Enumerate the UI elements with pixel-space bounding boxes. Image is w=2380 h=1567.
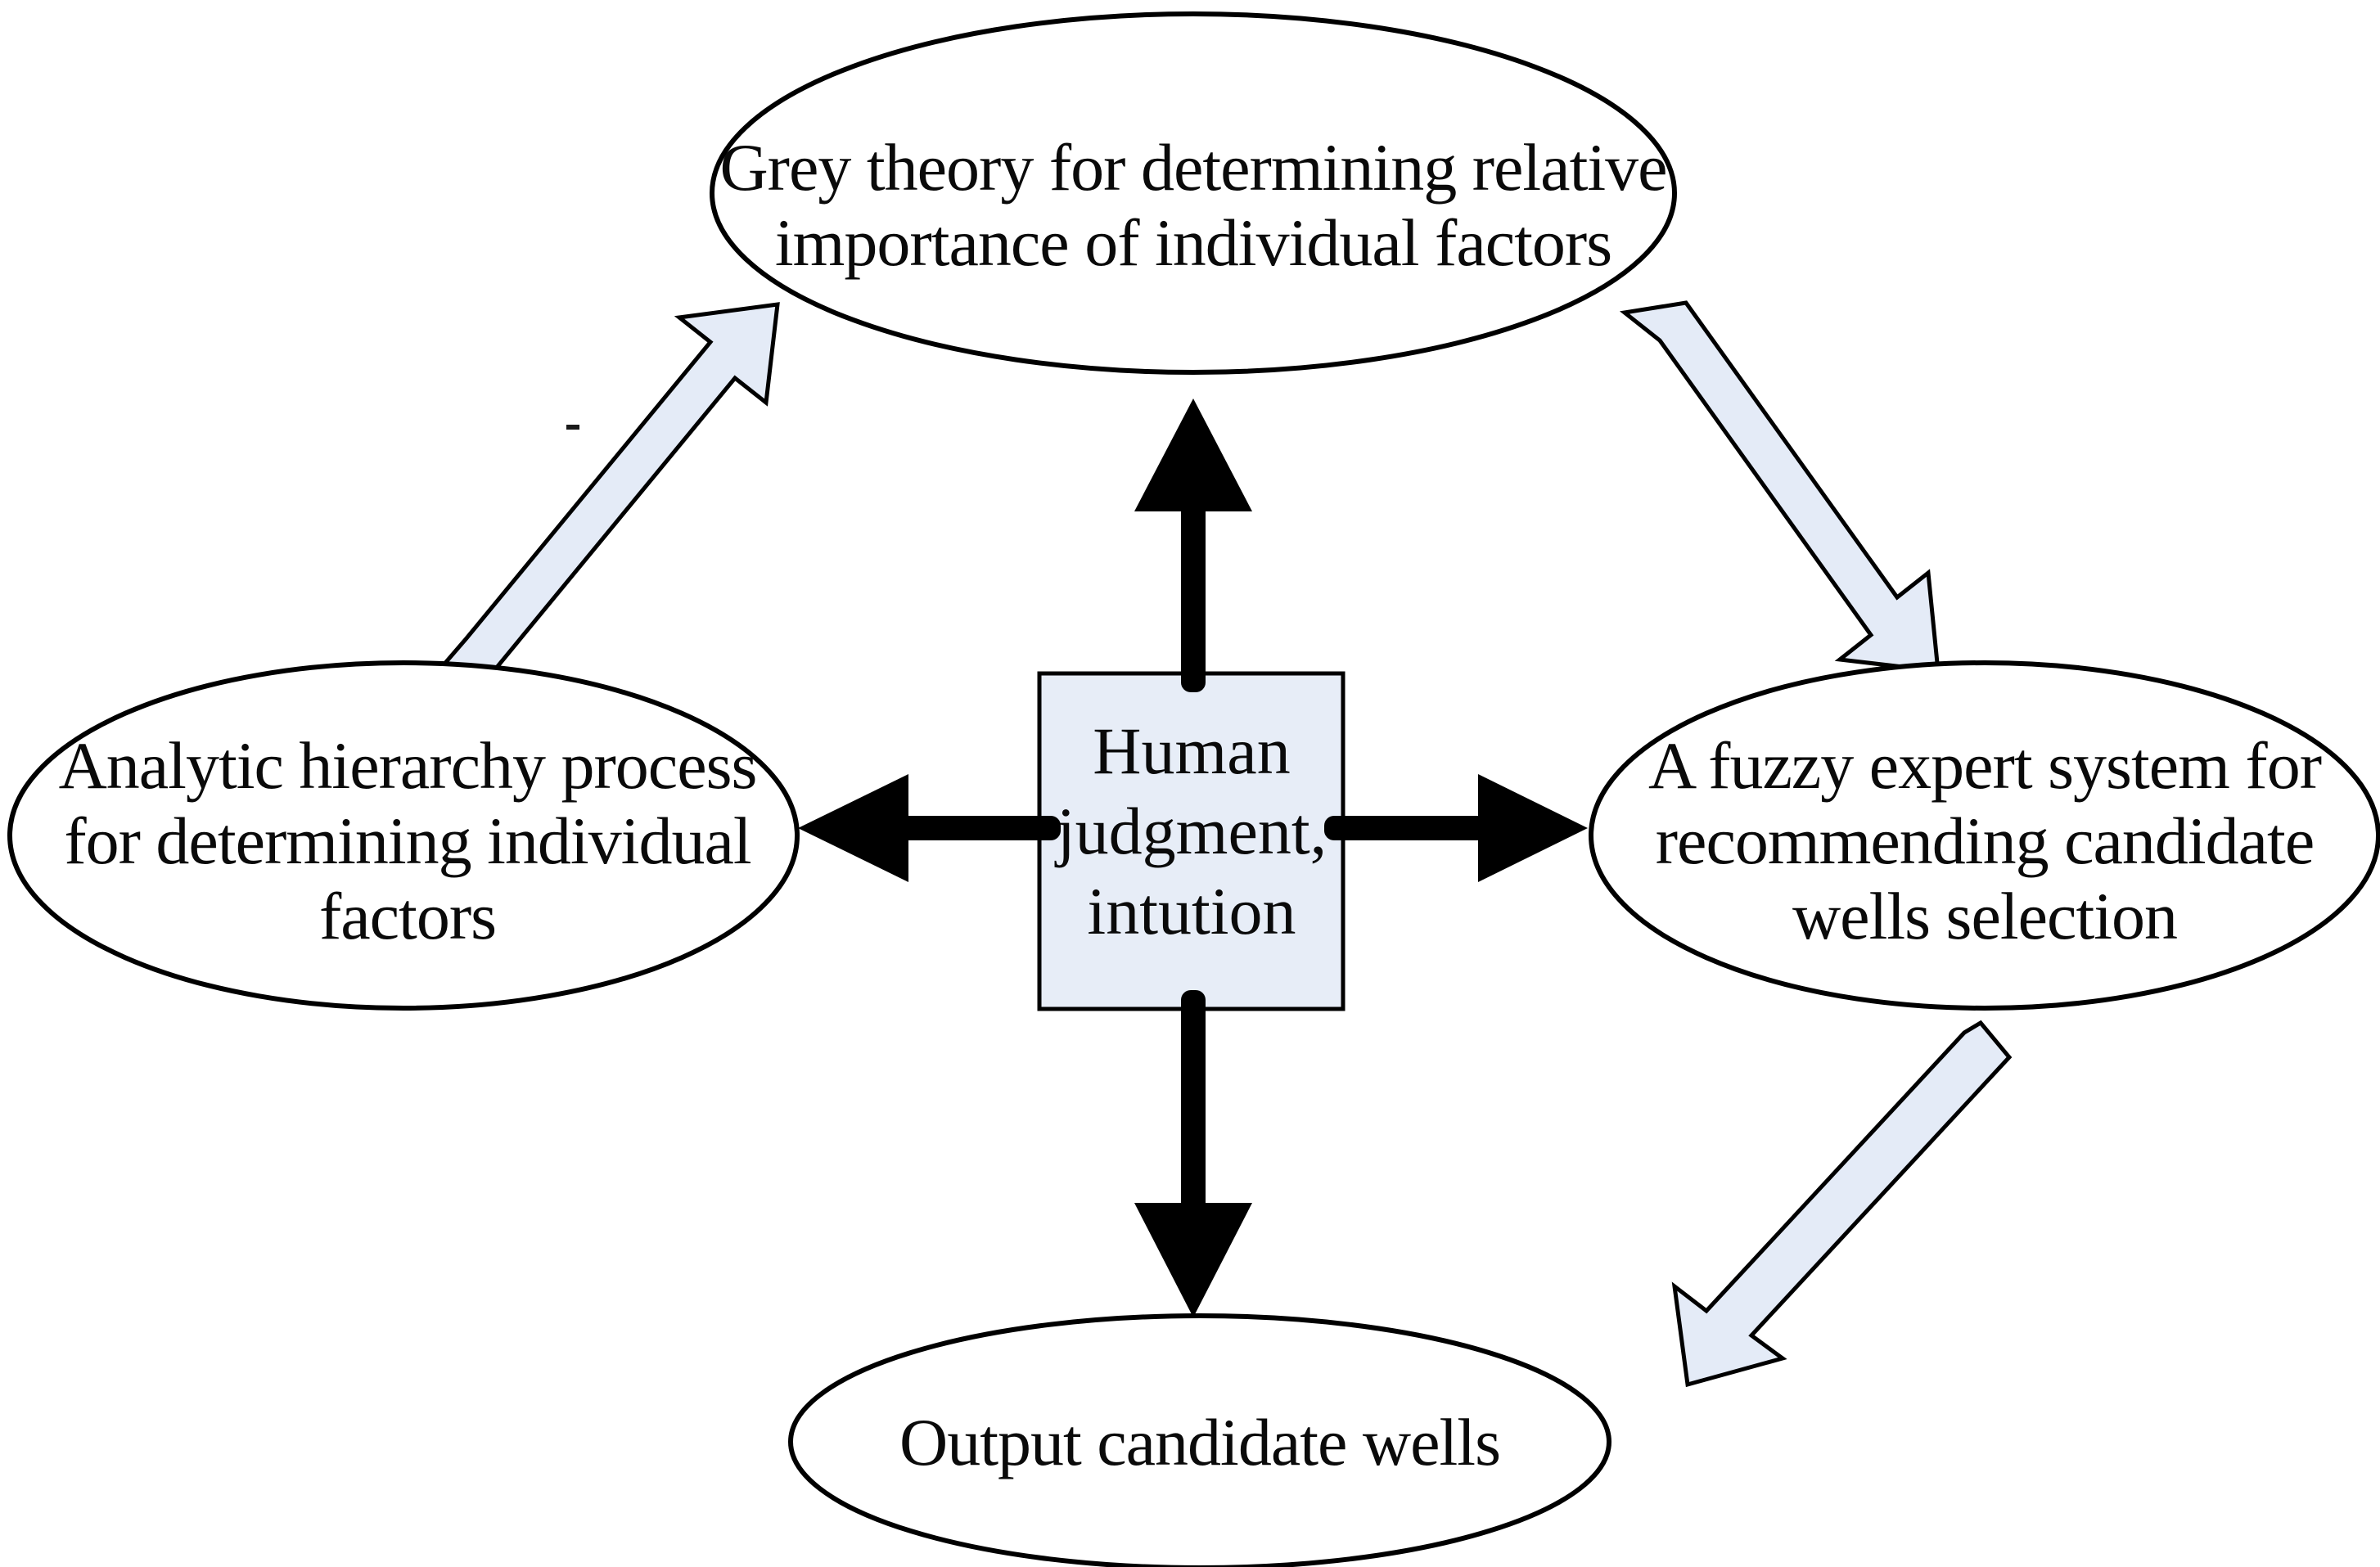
node-grey-theory-line1: Grey theory for determining relative xyxy=(719,130,1666,205)
block-arrow-grey-theory-to-fuzzy-expert[interactable] xyxy=(1619,300,1941,673)
node-output-candidate-wells[interactable]: Output candidate wells xyxy=(788,1313,1611,1567)
stray-ink-mark xyxy=(566,425,579,430)
arrow-stub-overlay xyxy=(1021,655,1364,1028)
arrow-human-to-grey-theory[interactable] xyxy=(1134,399,1252,691)
block-arrow-ahp-to-grey-theory[interactable] xyxy=(421,302,780,725)
node-human-judgment-line1: Human xyxy=(1093,714,1290,788)
node-fuzzy-expert-line3: wells selection xyxy=(1792,879,2177,953)
arrow-human-to-output-wells[interactable] xyxy=(1134,994,1252,1317)
node-output-wells-line1: Output candidate wells xyxy=(899,1405,1500,1479)
node-fuzzy-expert-line2: recommending candidate xyxy=(1656,804,2315,878)
node-ahp-line1: Analytic hierarchy process xyxy=(59,728,757,803)
node-human-judgment-line3: intution xyxy=(1087,874,1296,948)
node-grey-theory[interactable]: Grey theory for determining relative imp… xyxy=(710,11,1677,375)
node-analytic-hierarchy-process[interactable]: Analytic hierarchy process for determini… xyxy=(7,660,800,1011)
node-human-judgment[interactable]: Human judgment, intution xyxy=(1037,671,1346,1011)
node-fuzzy-expert-line1: A fuzzy expert system for xyxy=(1648,728,2322,803)
node-ahp-line3: factors xyxy=(319,879,496,953)
block-arrow-fuzzy-expert-to-output-wells[interactable] xyxy=(1671,1020,2013,1388)
node-human-judgment-line2: judgment, xyxy=(1054,794,1327,868)
node-ahp-line2: for determining individual xyxy=(64,804,751,878)
node-fuzzy-expert-system[interactable]: A fuzzy expert system for recommending c… xyxy=(1589,660,2380,1011)
node-grey-theory-line2: importance of individual factors xyxy=(775,205,1611,280)
